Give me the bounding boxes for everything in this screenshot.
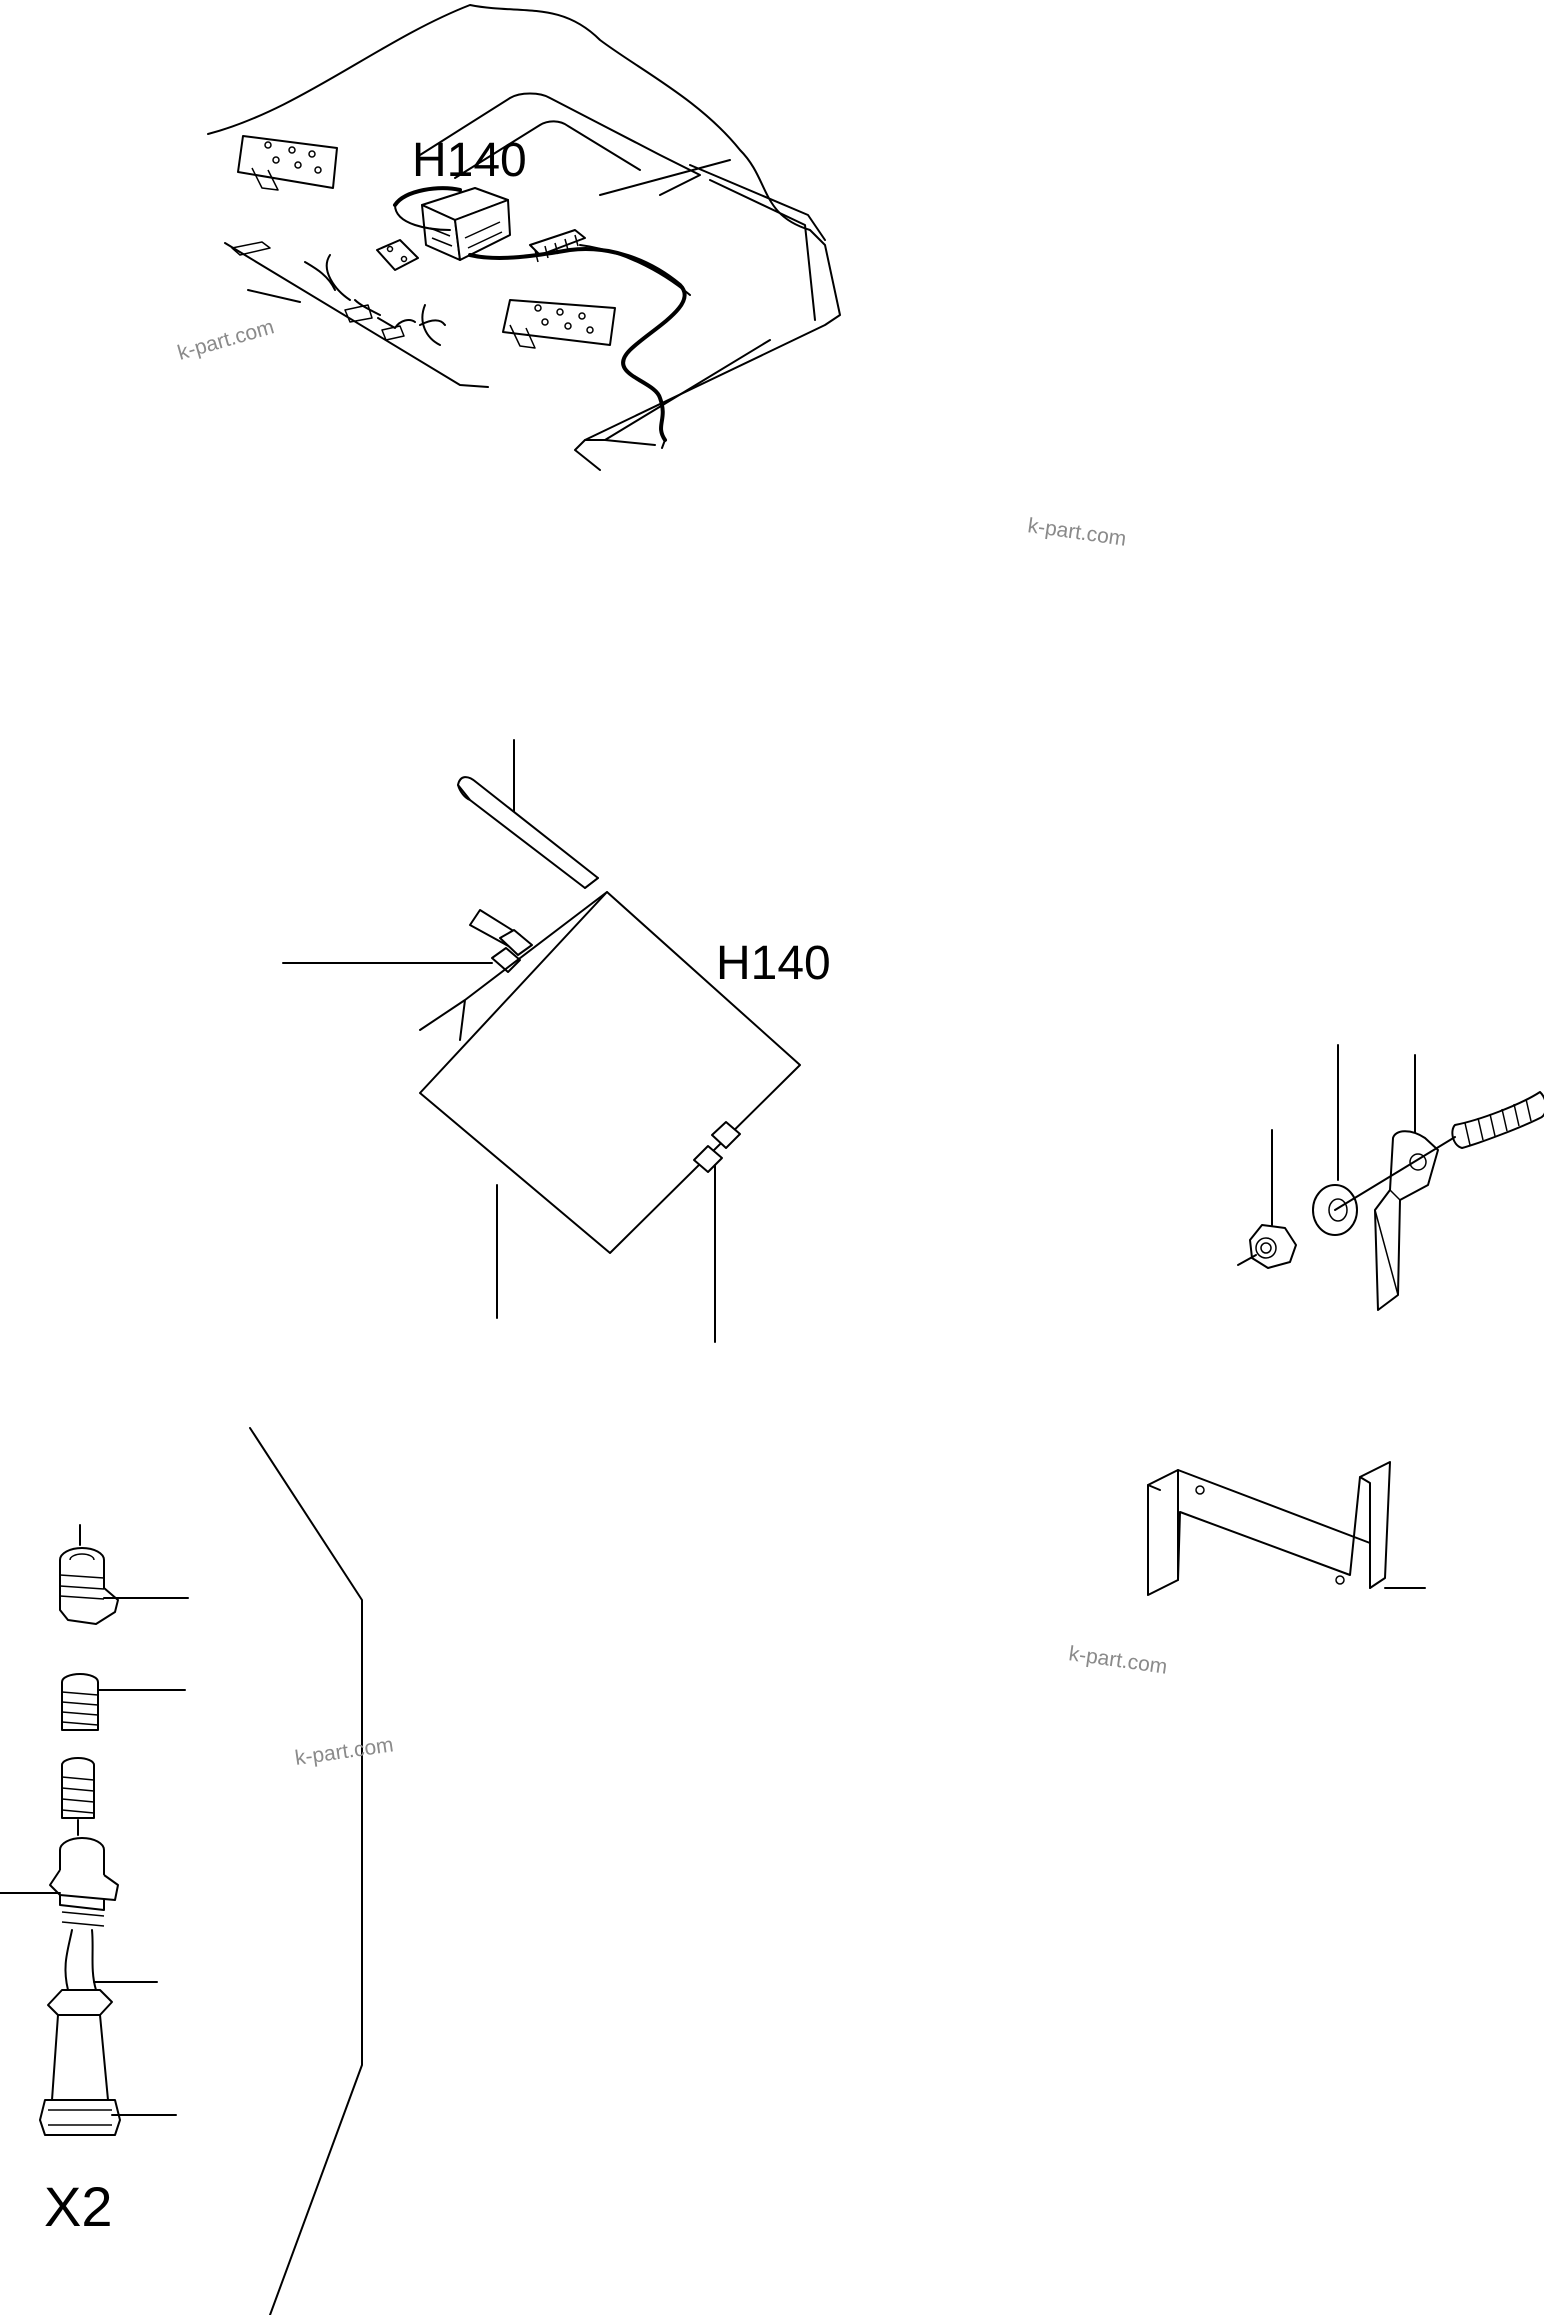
frame-assembly-view: H140 [207, 4, 841, 471]
watermark-4: k-part.com [293, 1733, 394, 1770]
mounting-plate-right [502, 299, 616, 349]
bracket-flange [457, 784, 599, 889]
frame-left-edge [224, 242, 489, 388]
connector-plug-body [39, 1989, 121, 2136]
connector-nut-upper [59, 1547, 119, 1625]
h140-label-top: H140 [412, 134, 527, 187]
h140-label-mid: H140 [716, 937, 831, 990]
x2-label: X2 [44, 2175, 113, 2238]
frame-outer-outline [207, 4, 841, 471]
watermark-1: k-part.com [175, 315, 277, 364]
harness-connector [529, 229, 586, 263]
stud-bolt-upper [469, 909, 533, 973]
fastener-exploded-view [1237, 1044, 1544, 1311]
frame-ridge-lines [584, 159, 826, 446]
connector-cable [64, 1929, 97, 1991]
connector-spring-upper [61, 1673, 99, 1731]
wiring-harness [393, 186, 687, 442]
channel-bracket-edges [1147, 1469, 1371, 1589]
connector-spring-lower [61, 1757, 95, 1819]
wiring-harness-secondary [394, 204, 691, 449]
h140-box-body [419, 891, 801, 1254]
watermark-3: k-part.com [1067, 1642, 1168, 1679]
x2-connector-exploded-view: X2 [0, 1427, 363, 2315]
hex-nut [1249, 1224, 1297, 1269]
nut-leader-stub [1237, 1254, 1257, 1266]
frame-inner-tub [419, 92, 701, 196]
channel-bracket-body [1147, 1461, 1391, 1596]
bracket-hole-left [1195, 1485, 1205, 1495]
mounting-plate-center [376, 239, 419, 271]
bracket-tabs [231, 241, 405, 341]
threaded-bolt [1451, 1091, 1544, 1149]
frame-cutaway-line [249, 1427, 363, 2315]
h140-box-mount-flange [419, 891, 608, 1041]
stud-bolt-lower [693, 1121, 741, 1173]
watermark-2: k-part.com [1026, 514, 1127, 551]
mounting-bracket-arm [457, 776, 599, 889]
h140-box-top-view [421, 187, 511, 261]
h140-bracket-detail-view: H140 [282, 739, 831, 1343]
mounting-plate-left [237, 135, 338, 191]
bracket-hole-right [1335, 1575, 1345, 1585]
bolt-axis-line [1334, 1136, 1456, 1211]
cable-lug-bracket [1374, 1130, 1439, 1311]
channel-bracket-view [1147, 1461, 1426, 1596]
frame-bracket-slots [304, 261, 446, 329]
connector-housing [49, 1837, 119, 1927]
